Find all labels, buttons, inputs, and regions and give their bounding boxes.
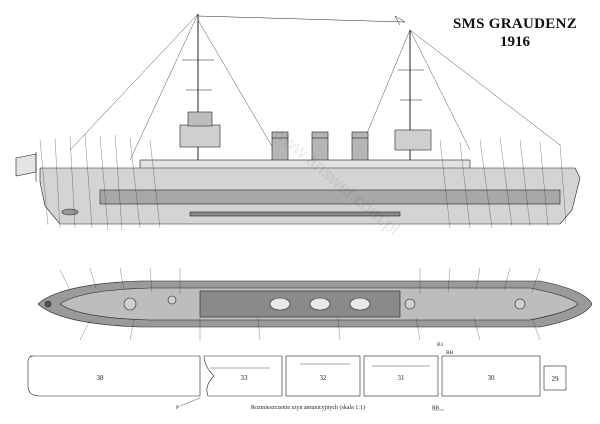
rail-layout-caption: Rozmieszczenie szyn amunicyjnych (skala … — [251, 405, 365, 411]
profile-callouts — [39, 133, 567, 231]
rail-label-38: 38 — [97, 374, 105, 382]
rail-label-30: 30 — [488, 374, 496, 382]
rail-label-33: 33 — [241, 374, 249, 382]
gun-aft — [123, 297, 137, 311]
marker-b1: B1 — [437, 342, 444, 348]
top-view — [37, 280, 593, 328]
rail-pieces — [27, 355, 567, 397]
top-callouts — [59, 267, 541, 341]
funnel-top-2 — [309, 297, 331, 311]
armor-belt — [99, 189, 561, 205]
funnel-top-3 — [349, 297, 371, 311]
rail-piece-33 — [203, 355, 283, 397]
rail-piece-29 — [543, 365, 567, 391]
funnel-top-1 — [269, 297, 291, 311]
rail-piece-31 — [363, 355, 439, 397]
marker-rr-lower: RR — [432, 405, 440, 411]
side-profile — [15, 13, 581, 225]
rail-label-29: 29 — [552, 375, 560, 383]
ship-year-title: 1916 — [500, 34, 530, 50]
gun-fore — [514, 298, 526, 310]
rail-piece-38 — [27, 355, 201, 397]
rail-label-32: 32 — [320, 374, 328, 382]
rail-piece-30 — [441, 355, 541, 397]
rail-label-31: 31 — [398, 374, 406, 382]
rail-piece-32 — [285, 355, 361, 397]
ship-name-title: SMS GRAUDENZ — [452, 16, 578, 32]
marker-p: P — [176, 405, 179, 411]
marker-rr-upper: RR — [446, 350, 454, 356]
